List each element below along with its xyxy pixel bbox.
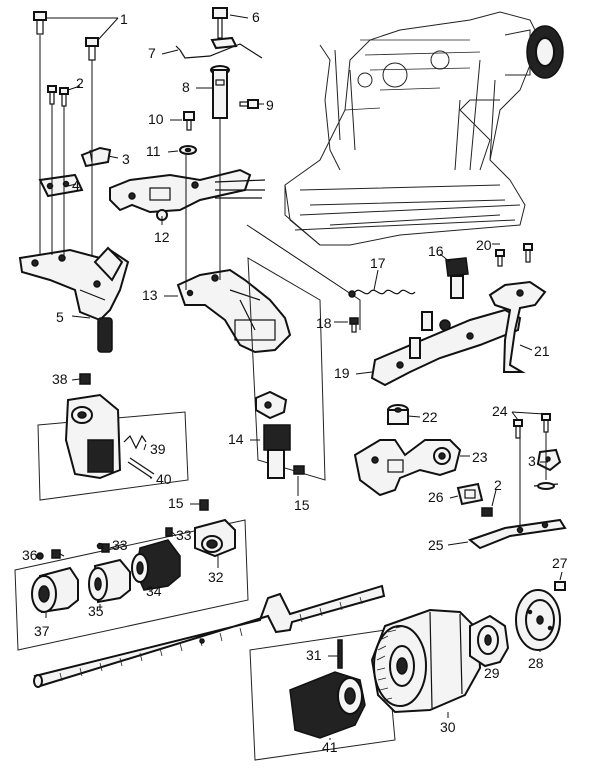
- callout-22: 22: [422, 409, 438, 425]
- callout-35: 35: [88, 603, 104, 619]
- callout-14: 14: [228, 431, 244, 447]
- screw-1b: [85, 37, 99, 61]
- block-38: [64, 393, 122, 480]
- callout-3b: 3: [528, 453, 536, 469]
- disc-28: [515, 589, 561, 651]
- screw-9: [239, 99, 259, 109]
- callout-33b: 33: [176, 527, 192, 543]
- screw-6: [210, 7, 238, 50]
- spring-17: [348, 289, 416, 298]
- pin-31: [337, 639, 343, 669]
- callout-2b: 2: [494, 477, 502, 493]
- callout-26: 26: [428, 489, 444, 505]
- plate-19: [370, 308, 522, 387]
- callout-17: 17: [370, 255, 386, 271]
- bushing-37: [31, 549, 79, 614]
- callout-38: 38: [52, 371, 68, 387]
- callout-18: 18: [316, 315, 332, 331]
- callout-9: 9: [266, 97, 274, 113]
- callout-labels: 1 2 3 4 5 6 7 8 9 10 11 12 13 14 15 15 1…: [22, 9, 568, 755]
- screw-15a: [293, 465, 305, 475]
- screws-24: [513, 413, 551, 439]
- callout-16: 16: [428, 243, 444, 259]
- callout-41: 41: [322, 739, 338, 755]
- callout-13: 13: [142, 287, 158, 303]
- plate-4: [38, 173, 84, 198]
- callout-32: 32: [208, 569, 224, 585]
- callout-31: 31: [306, 647, 322, 663]
- bushing-22: [387, 404, 409, 425]
- frame-box-41: [249, 629, 396, 761]
- callout-3: 3: [122, 151, 130, 167]
- collar-32: [194, 499, 236, 558]
- rocker-23: [353, 439, 462, 497]
- frame-box-38: [37, 411, 189, 501]
- bar-25: [467, 518, 567, 550]
- pin-40: [127, 457, 155, 479]
- wire-spring-7: [175, 43, 263, 59]
- callout-19: 19: [334, 365, 350, 381]
- screw-10: [183, 111, 195, 131]
- callout-2: 2: [76, 75, 84, 91]
- callout-8: 8: [182, 79, 190, 95]
- knob-16: [445, 257, 469, 299]
- spring-39: [123, 434, 147, 450]
- gear-14: [255, 390, 291, 479]
- frame-box-14: [247, 257, 326, 481]
- screw-2b: [481, 507, 493, 517]
- washer-11: [179, 145, 197, 155]
- callout-15b: 15: [168, 495, 184, 511]
- callout-37: 37: [34, 623, 50, 639]
- clip-3b: [533, 448, 562, 490]
- screws-20: [495, 243, 533, 267]
- screws-2: [47, 85, 69, 107]
- callout-29: 29: [484, 665, 500, 681]
- callout-7: 7: [148, 45, 156, 61]
- callout-20: 20: [476, 237, 492, 253]
- callout-34: 34: [146, 583, 162, 599]
- callout-12: 12: [154, 229, 170, 245]
- bushing-35: [88, 543, 131, 604]
- clip-3: [80, 146, 112, 168]
- callout-6: 6: [252, 9, 260, 25]
- screw-1a: [33, 11, 47, 35]
- shaft-8: [210, 65, 230, 119]
- screw-18: [349, 317, 359, 333]
- callout-23: 23: [472, 449, 488, 465]
- callout-11: 11: [146, 143, 161, 159]
- callout-15a: 15: [294, 497, 310, 513]
- lever-12: [109, 168, 266, 221]
- callout-4: 4: [72, 177, 80, 193]
- clamp-26: [456, 482, 484, 506]
- crankshaft: [33, 584, 386, 688]
- callout-30: 30: [440, 719, 456, 735]
- handwheel-30: [370, 608, 482, 714]
- axis-line-12: [246, 224, 361, 330]
- callout-27: 27: [552, 555, 568, 571]
- callout-33a: 33: [112, 537, 128, 553]
- screw-38: [79, 373, 91, 385]
- machine-frame: [284, 11, 564, 246]
- callout-28: 28: [528, 655, 544, 671]
- bracket-13: [176, 268, 292, 354]
- plate-29: [469, 614, 510, 668]
- leader-lines: [45, 14, 563, 740]
- callout-5: 5: [56, 309, 64, 325]
- gear-41: [289, 671, 366, 739]
- callout-36: 36: [22, 547, 38, 563]
- callout-39: 39: [150, 441, 166, 457]
- lever-21: [488, 280, 547, 373]
- callout-21: 21: [534, 343, 550, 359]
- marker-dots: [36, 542, 104, 560]
- callout-25: 25: [428, 537, 444, 553]
- bracket-5: [18, 246, 130, 353]
- callout-40: 40: [156, 471, 172, 487]
- screw-27: [554, 581, 566, 591]
- callout-24: 24: [492, 403, 508, 419]
- callout-1: 1: [120, 11, 128, 27]
- callout-10: 10: [148, 111, 164, 127]
